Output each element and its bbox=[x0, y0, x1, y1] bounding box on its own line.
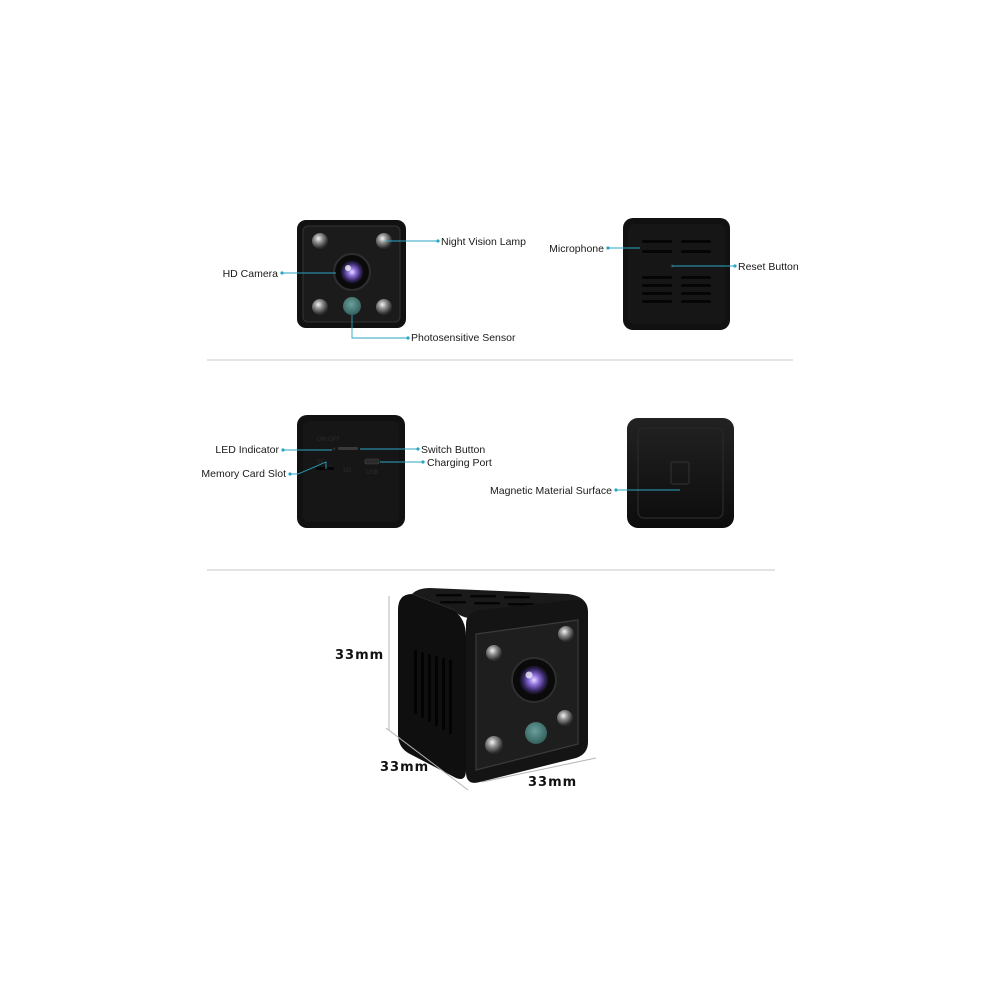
bottom-callouts: Magnetic Material Surface bbox=[490, 485, 680, 497]
night-vision-led bbox=[312, 233, 392, 315]
microphone-grille bbox=[642, 240, 711, 303]
memory-card-slot bbox=[316, 467, 334, 470]
side-marking-usb: USB bbox=[366, 469, 378, 476]
label-memory-card-slot: Memory Card Slot bbox=[201, 468, 286, 480]
bottom-body bbox=[627, 418, 734, 528]
switch-slot bbox=[338, 447, 358, 450]
side-view: ON OFF TF SD USB bbox=[297, 415, 405, 528]
label-led-indicator: LED Indicator bbox=[215, 444, 279, 456]
perspective-sensor bbox=[525, 722, 547, 744]
charging-port-icon bbox=[364, 458, 380, 465]
front-view bbox=[297, 220, 406, 328]
camera-lens-icon bbox=[340, 260, 364, 284]
label-night-vision-lamp: Night Vision Lamp bbox=[441, 236, 526, 248]
perspective-view bbox=[398, 588, 588, 783]
dimension-lines: 33mm 33mm 33mm bbox=[335, 596, 597, 791]
side-marking-on-off: ON OFF bbox=[317, 436, 340, 443]
label-switch-button: Switch Button bbox=[421, 444, 485, 456]
label-hd-camera: HD Camera bbox=[223, 268, 279, 280]
side-callouts: LED Indicator Memory Card Slot Switch Bu… bbox=[201, 444, 491, 480]
front-callouts: Night Vision Lamp HD Camera Photosensiti… bbox=[223, 236, 527, 344]
back-panel bbox=[628, 224, 725, 324]
dimension-height: 33mm bbox=[335, 648, 384, 663]
perspective-lens-icon bbox=[519, 665, 549, 695]
side-panel bbox=[303, 421, 399, 522]
side-marking-tf: TF bbox=[316, 459, 325, 466]
led-indicator bbox=[332, 447, 336, 451]
label-photosensitive-sensor: Photosensitive Sensor bbox=[411, 332, 516, 344]
dimension-depth: 33mm bbox=[380, 760, 429, 775]
label-reset-button: Reset Button bbox=[738, 261, 799, 273]
label-microphone: Microphone bbox=[549, 243, 604, 255]
bottom-view bbox=[627, 418, 734, 528]
label-charging-port: Charging Port bbox=[427, 457, 492, 469]
side-vents bbox=[414, 650, 452, 734]
magnetic-plate bbox=[637, 427, 724, 519]
top-vents bbox=[436, 594, 534, 606]
dimension-width: 33mm bbox=[528, 775, 577, 790]
cube-left-face bbox=[398, 594, 466, 779]
photosensitive-sensor bbox=[343, 297, 361, 315]
label-magnetic-surface: Magnetic Material Surface bbox=[490, 485, 612, 497]
back-view bbox=[623, 218, 730, 330]
perspective-leds bbox=[485, 626, 574, 754]
magnetic-marker-icon bbox=[670, 461, 690, 485]
back-callouts: Microphone Reset Button bbox=[549, 243, 799, 273]
side-marking-sd: SD bbox=[343, 467, 352, 474]
